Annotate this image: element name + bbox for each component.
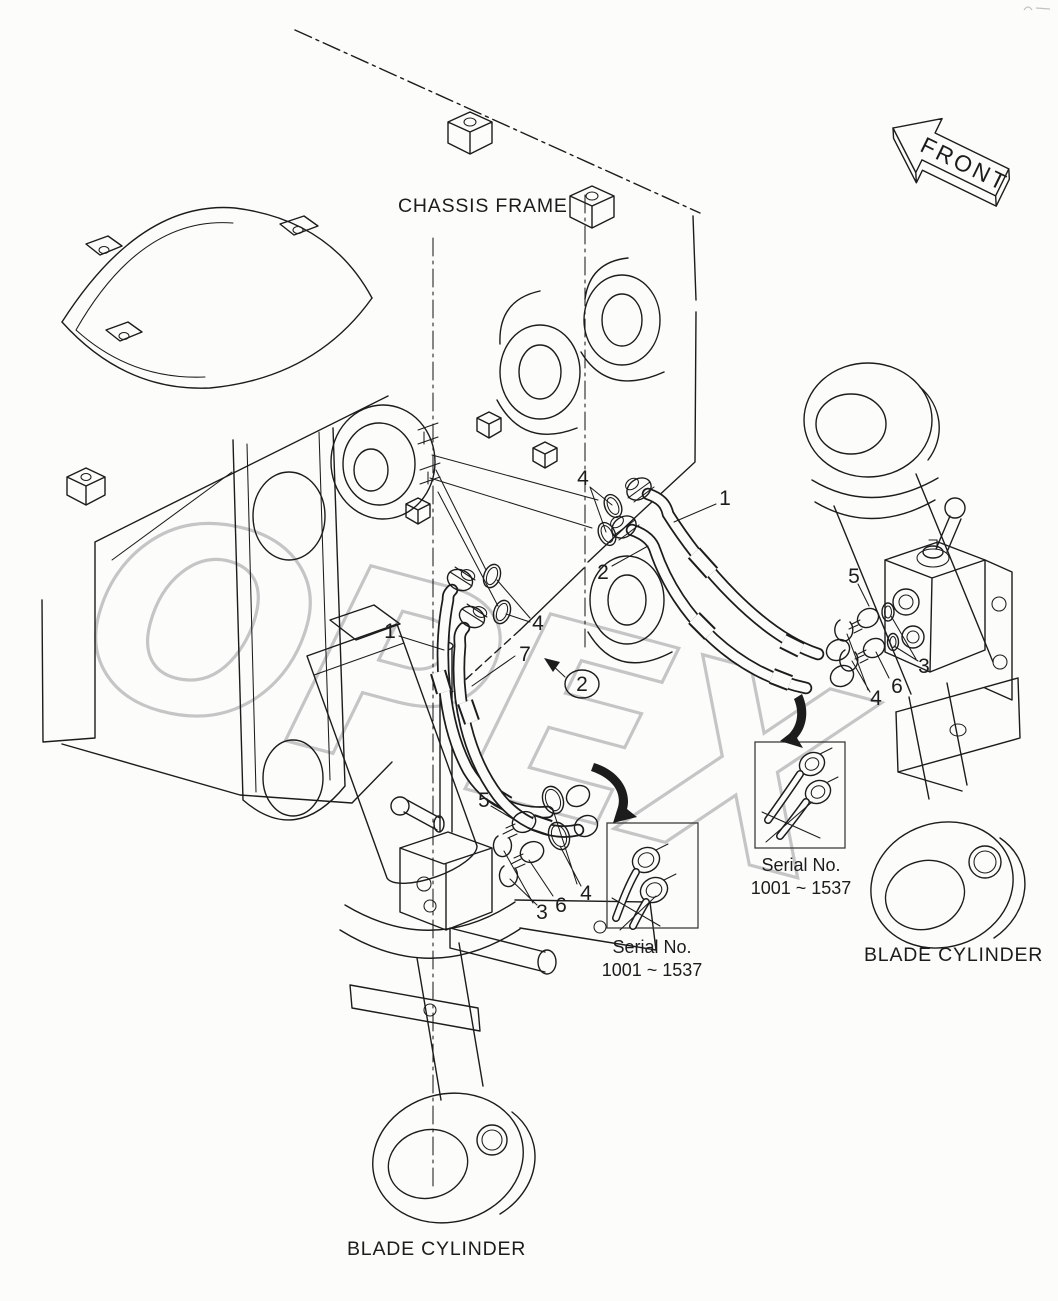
callouts: 4 1 2 1 4 7 2 5 3 6 4 5 3 6 4 xyxy=(384,467,930,924)
right-fitting-cluster xyxy=(834,602,900,672)
callout-1-upper: 1 xyxy=(719,487,731,510)
mounting-blocks xyxy=(66,111,615,525)
o-ring xyxy=(597,521,617,547)
left-blade-cylinder xyxy=(306,604,657,1224)
o-ring xyxy=(603,493,623,519)
o-ring xyxy=(541,785,565,815)
front-arrow: FRONT xyxy=(892,117,1013,207)
straight-fitting xyxy=(848,607,880,634)
right-cylinder-eye-bottom xyxy=(870,821,1026,949)
right-valve-block xyxy=(884,539,1013,701)
callout-6-left: 6 xyxy=(555,894,567,917)
mounting-block xyxy=(447,111,493,155)
straight-fitting xyxy=(854,637,886,664)
callout-7: 7 xyxy=(519,643,531,666)
hose-elbow-fitting xyxy=(446,566,476,592)
inset-pointer-arrow-left xyxy=(591,763,637,823)
straight-fitting xyxy=(502,810,537,839)
right-cylinder-eye-top xyxy=(803,362,940,478)
hose-port-flange xyxy=(330,404,441,520)
callout-1-left: 1 xyxy=(384,620,396,643)
left-valve-block xyxy=(399,831,493,931)
o-ring xyxy=(547,821,571,851)
scan-artifact xyxy=(1023,6,1051,11)
o-ring xyxy=(482,563,502,589)
serial-detail-inset-right xyxy=(754,741,846,849)
serial-note-left: Serial No. 1001 ~ 1537 xyxy=(567,936,737,982)
right-hose-pair xyxy=(597,477,855,695)
inset-pointer-arrow-right xyxy=(780,694,807,748)
callout-3-left: 3 xyxy=(536,901,548,924)
blade-cylinder-right-label: BLADE CYLINDER xyxy=(864,944,1044,966)
callout-4-left: 4 xyxy=(580,882,592,905)
serial-note-left-line1: Serial No. xyxy=(612,937,692,957)
hose-elbow-fitting xyxy=(458,603,488,629)
callout-2-circled: 2 xyxy=(576,673,588,696)
serial-note-left-line2: 1001 ~ 1537 xyxy=(601,960,703,981)
callout-4-mid: 4 xyxy=(532,612,544,635)
chassis-frame-drawing xyxy=(41,29,701,1189)
callout-4-upper: 4 xyxy=(577,467,589,490)
callout-3-right: 3 xyxy=(918,655,930,678)
right-blade-cylinder xyxy=(803,362,1026,949)
blade-cylinder-bottom-label: BLADE CYLINDER xyxy=(347,1238,527,1260)
callout-5-right: 5 xyxy=(848,565,860,588)
callout-6-right: 6 xyxy=(891,675,903,698)
serial-note-right: Serial No. 1001 ~ 1537 xyxy=(716,854,886,900)
left-cylinder-eye xyxy=(372,1092,536,1224)
mounting-block xyxy=(476,411,502,439)
serial-note-right-line1: Serial No. xyxy=(761,855,841,875)
mounting-block xyxy=(405,497,431,525)
cover-plate xyxy=(61,206,373,389)
callout-leaders xyxy=(398,486,919,906)
mounting-block xyxy=(532,441,558,469)
serial-note-right-line2: 1001 ~ 1537 xyxy=(750,878,852,899)
straight-fitting xyxy=(510,840,545,869)
callout-4-right: 4 xyxy=(870,687,882,710)
chassis-frame-label: CHASSIS FRAME xyxy=(398,195,568,217)
serial-detail-inset-left xyxy=(606,822,699,931)
hose-elbow-fitting xyxy=(625,477,655,503)
callout-2-upper: 2 xyxy=(597,561,609,584)
mounting-block xyxy=(66,467,106,506)
callout-5-left: 5 xyxy=(478,789,490,812)
mounting-block xyxy=(569,185,615,229)
